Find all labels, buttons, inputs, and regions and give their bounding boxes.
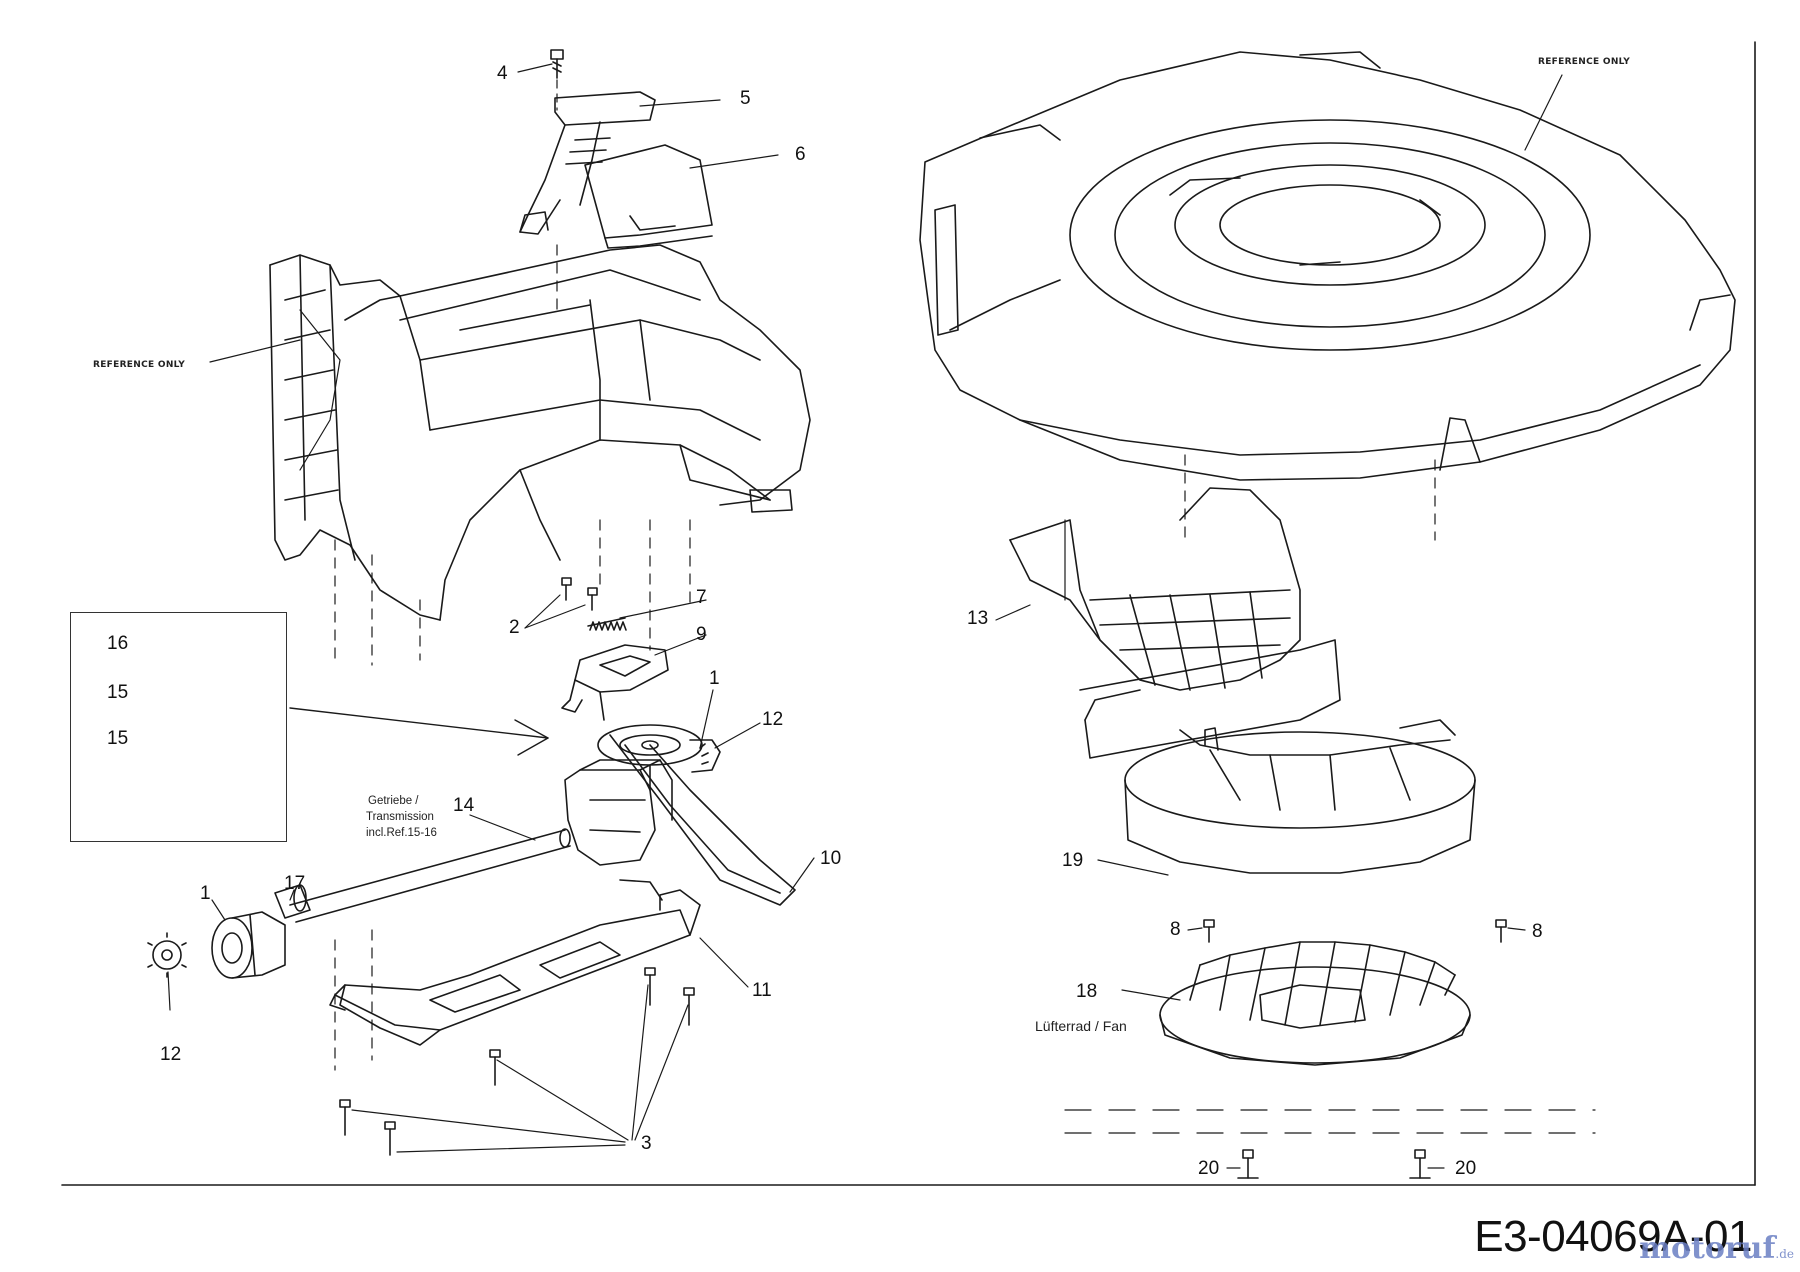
deflector-part-13 <box>1009 487 1341 759</box>
watermark-suffix: .de <box>1775 1247 1794 1261</box>
guide-lines-fan <box>1064 1109 1596 1134</box>
callout-12-lower: 12 <box>160 1044 182 1065</box>
callout-5: 5 <box>740 88 751 109</box>
callout-8-left: 8 <box>1170 919 1181 940</box>
guide-lines-left <box>334 244 691 1071</box>
callout-8-right: 8 <box>1532 921 1543 942</box>
bracket-part-5 <box>519 91 656 235</box>
transmission-note-line-1: Getriebe / <box>368 795 419 807</box>
callout-18: 18 <box>1076 981 1098 1002</box>
callout-7: 7 <box>696 587 707 608</box>
bolt-part-4 <box>550 49 564 79</box>
callout-9: 9 <box>696 624 707 645</box>
screws-part-2 <box>561 577 598 611</box>
callout-10: 10 <box>820 848 842 869</box>
callout-14: 14 <box>453 795 475 816</box>
transmission-part-14 <box>564 724 721 866</box>
guide-lines-right <box>1184 454 1436 541</box>
inset-detail-frame <box>70 612 287 842</box>
frame-part-11 <box>329 879 701 1046</box>
callout-leaders <box>133 63 1526 1169</box>
bracket-part-9 <box>561 644 669 721</box>
leaders-part-3 <box>351 984 689 1153</box>
transmission-note-line-2: Transmission <box>366 811 434 823</box>
callout-15-upper: 15 <box>107 682 129 703</box>
callout-12-upper: 12 <box>762 709 784 730</box>
callout-20-right: 20 <box>1455 1158 1477 1179</box>
fan-note: Lüfterrad / Fan <box>1035 1018 1127 1034</box>
deck-housing <box>269 244 811 621</box>
ref-leader-right <box>1524 74 1563 151</box>
reference-only-label-left: REFERENCE ONLY <box>93 360 186 370</box>
inset-arrow <box>289 707 549 756</box>
callout-17: 17 <box>284 873 306 894</box>
fan-part-18 <box>1159 941 1471 1066</box>
callout-1-lower: 1 <box>200 883 211 904</box>
screws-part-8 <box>1203 919 1507 943</box>
pinion-part-12-left <box>147 932 187 978</box>
callout-6: 6 <box>795 144 806 165</box>
drawing-number: E3-04069A-01 <box>1474 1212 1752 1261</box>
callout-2: 2 <box>509 617 520 638</box>
ref-leader-left <box>209 339 301 363</box>
belt-part-10 <box>609 734 796 906</box>
callout-3: 3 <box>641 1133 652 1154</box>
bolts-part-3 <box>339 967 695 1156</box>
watermark-logo: motoruf.de <box>1639 1231 1794 1266</box>
transmission-note-line-3: incl.Ref.15-16 <box>366 827 437 839</box>
bushing-part-17 <box>274 884 311 919</box>
callout-19: 19 <box>1062 850 1084 871</box>
reference-only-label-right: REFERENCE ONLY <box>1538 57 1631 67</box>
axle-shaft <box>289 828 571 923</box>
callout-16: 16 <box>107 633 129 654</box>
fan-housing-part-19 <box>1124 719 1476 874</box>
watermark-brand: motoruf <box>1639 1231 1776 1266</box>
callout-15-lower: 15 <box>107 728 129 749</box>
callout-11: 11 <box>752 980 772 1001</box>
cover-plate-part-6 <box>584 144 713 249</box>
callout-4: 4 <box>497 63 508 84</box>
spring-part-7 <box>587 617 627 631</box>
deck-shell-right <box>919 51 1736 481</box>
bolts-part-20 <box>1237 1149 1431 1179</box>
callout-20-left: 20 <box>1198 1158 1220 1179</box>
callout-13: 13 <box>967 608 989 629</box>
drive-part-1 <box>211 911 286 979</box>
callout-1-upper: 1 <box>709 668 720 689</box>
